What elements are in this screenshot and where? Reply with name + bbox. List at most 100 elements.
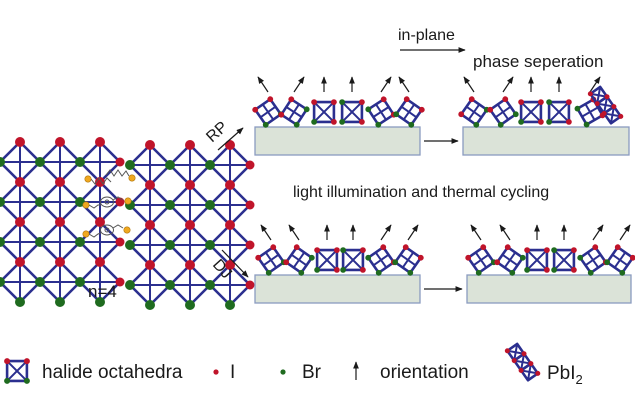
bromide-atom <box>165 280 175 290</box>
bromide-atom <box>311 118 318 125</box>
iodide-atom <box>494 259 501 266</box>
octahedron-bond <box>494 105 512 119</box>
halide-octahedron <box>551 247 577 273</box>
iodide-atom <box>225 220 235 230</box>
octahedron-bond <box>292 251 306 269</box>
octahedron-bond <box>372 253 390 267</box>
halide-octahedron <box>604 244 635 276</box>
iodide-atom <box>511 358 517 364</box>
bromide-atom <box>408 121 415 128</box>
iodide-atom <box>23 358 30 365</box>
octahedron-bond <box>548 101 570 123</box>
orientation-arrow <box>398 76 410 93</box>
octahedron-bond <box>520 101 542 123</box>
iodide-atom <box>278 111 285 118</box>
bromide-atom <box>205 200 215 210</box>
bromide-atom <box>205 160 215 170</box>
bromide-atom <box>205 280 215 290</box>
bromide-atom <box>35 277 45 287</box>
iodide-atom <box>55 217 65 227</box>
iodide-atom <box>115 157 125 167</box>
iodide-atom <box>594 101 600 107</box>
iodide-atom <box>4 358 11 365</box>
orientation-arrow <box>589 76 601 93</box>
bromide-atom <box>365 106 372 113</box>
pbi2-bond <box>603 96 609 114</box>
legend-orientation-label: orientation <box>380 362 469 383</box>
perovskite-lattice-right <box>125 140 255 310</box>
bromide-atom <box>4 377 11 384</box>
iodide-atom <box>145 180 155 190</box>
bromide-atom <box>293 121 300 128</box>
iodide-atom <box>465 254 472 261</box>
octahedron-bond <box>6 360 28 382</box>
bromide-atom <box>619 269 626 276</box>
iodide-atom <box>487 106 494 113</box>
iodide-atom <box>95 137 105 147</box>
iodide-atom <box>480 244 487 251</box>
bromide-atom <box>262 121 269 128</box>
iodide-atom <box>629 254 635 261</box>
halide-octahedron <box>458 96 490 128</box>
iodide-atom <box>267 96 274 103</box>
halide-octahedron <box>365 96 397 128</box>
bromide-atom <box>125 160 135 170</box>
iodide-atom <box>543 247 550 254</box>
bromide-atom <box>340 247 347 254</box>
bromide-atom <box>35 197 45 207</box>
pbi2-cluster <box>587 85 624 125</box>
iodide-atom <box>245 240 255 250</box>
iodide-atom <box>185 260 195 270</box>
iodide-atom <box>333 266 340 273</box>
bromide-atom <box>185 300 195 310</box>
octahedron-bond <box>341 101 363 123</box>
in-plane-label: in-plane <box>398 27 455 44</box>
iodide-atom <box>521 351 527 357</box>
octahedron-bond <box>401 251 415 269</box>
orientation-arrow <box>592 224 604 241</box>
bromide-atom <box>303 106 310 113</box>
benzene-spacer-1 <box>82 196 132 209</box>
halide-octahedron <box>283 244 315 276</box>
iodide-atom <box>359 247 366 254</box>
octahedron-bond <box>526 249 548 271</box>
dj-branch-arrow <box>221 249 249 278</box>
pbi2-unit <box>602 105 623 125</box>
bromide-atom <box>512 111 519 118</box>
iodide-atom <box>417 254 424 261</box>
bromide-atom <box>339 118 346 125</box>
bromide-atom <box>55 297 65 307</box>
orientation-arrow <box>293 76 305 93</box>
octahedron-bond <box>472 253 490 267</box>
orientation-arrow <box>260 224 272 241</box>
orientation-arrow <box>502 76 514 93</box>
iodide-atom <box>95 257 105 267</box>
bromide-atom <box>375 269 382 276</box>
bromide-atom <box>0 157 5 167</box>
alkyl-chain-spacer <box>84 169 136 185</box>
substrate-rp-after <box>462 126 630 156</box>
iodide-atom <box>95 217 105 227</box>
iodide-atom <box>311 99 318 106</box>
substrate-dj-before <box>254 274 421 304</box>
iodide-atom <box>245 280 255 290</box>
halide-octahedron <box>340 247 366 273</box>
halide-octahedron <box>494 244 526 276</box>
halide-octahedron <box>339 99 365 125</box>
legend: halide octahedra I Br orientation PbI2 <box>4 342 583 387</box>
iodide-atom <box>288 96 295 103</box>
octahedron-bond <box>372 106 390 118</box>
orientation-arrow <box>407 224 419 241</box>
octahedron-bond <box>467 103 481 121</box>
bromide-atom <box>518 118 525 125</box>
octahedra-row-rp-after <box>458 76 624 128</box>
bromide-atom <box>551 247 558 254</box>
iodide-atom <box>145 260 155 270</box>
iodide-atom <box>565 99 572 106</box>
orientation-arrow <box>499 224 511 241</box>
iodide-atom <box>380 244 387 251</box>
iodide-atom <box>403 96 410 103</box>
iodide-atom <box>518 367 524 373</box>
halide-octahedron <box>546 99 572 125</box>
